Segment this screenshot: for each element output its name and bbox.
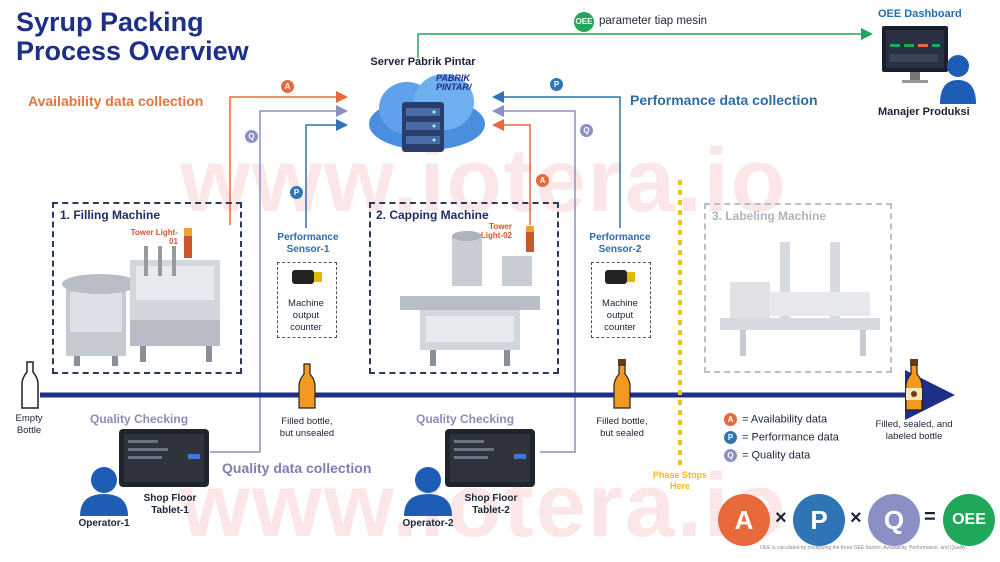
sealed-bottle-icon (613, 359, 631, 409)
shop-floor-tablet-2-icon (445, 429, 535, 487)
formula-oee: OEE (943, 494, 995, 546)
legend-q-badge: Q (724, 449, 737, 462)
badge-q-2: Q (580, 124, 593, 137)
formula-times-1: × (775, 507, 787, 529)
legend-quality: Q= Quality data (724, 449, 810, 462)
unsealed-bottle-icon (298, 363, 316, 409)
legend-availability: A= Availability data (724, 413, 827, 426)
operator-2-label: Operator-2 (402, 518, 454, 529)
quality-line-2 (492, 105, 576, 453)
availability-line-1 (229, 91, 348, 225)
sensor-1-counter-label: Machine output counter (288, 298, 324, 333)
legend-p-badge: P (724, 431, 737, 444)
page-title: Syrup Packing Process Overview (16, 7, 249, 66)
sensor-1-icon (292, 270, 322, 284)
availability-collection-title: Availability data collection (28, 93, 204, 109)
quality-checking-2-title: Quality Checking (416, 412, 515, 426)
sealed-bottle-label: Filled bottle, but sealed (596, 416, 648, 439)
pabrik-pintar-logo: PABRIK PINTAR/ (436, 73, 472, 92)
quality-checking-1-title: Quality Checking (90, 412, 189, 426)
filling-machine-icon (62, 228, 220, 366)
quality-collection-title: Quality data collection (222, 460, 372, 476)
performance-line-1 (305, 119, 348, 228)
performance-line-2 (492, 91, 621, 228)
performance-sensor-1-title: Performance Sensor-1 (277, 232, 339, 255)
oee-param-label: parameter tiap mesin (599, 15, 708, 27)
oee-footnote: OEE is calculated by multiplying the thr… (760, 545, 966, 551)
phase-stops-label: Phase Stops Here (652, 470, 708, 491)
formula-q: Q (868, 494, 920, 546)
labeling-machine-icon (720, 242, 880, 356)
quality-line-1 (210, 105, 348, 453)
performance-sensor-2-box (591, 262, 651, 338)
badge-p-2: P (550, 78, 563, 91)
capping-machine-title: 2. Capping Machine (376, 208, 489, 222)
operator-2-icon (404, 467, 452, 516)
formula-times-2: × (850, 507, 862, 529)
badge-a-1: A (281, 80, 294, 93)
shop-floor-tablet-1-label: Shop Floor Tablet-1 (143, 493, 197, 516)
filling-machine-title: 1. Filling Machine (60, 208, 161, 222)
badge-a-2: A (536, 174, 549, 187)
performance-sensor-1-box (277, 262, 337, 338)
operator-1-label: Operator-1 (78, 518, 130, 529)
shop-floor-tablet-2-label: Shop Floor Tablet-2 (464, 493, 518, 516)
dashboard-monitor-icon (882, 26, 976, 104)
oee-param-badge: OEE (574, 12, 594, 32)
labeling-machine-title: 3. Labeling Machine (712, 209, 827, 223)
unsealed-bottle-label: Filled bottle, but unsealed (279, 416, 335, 439)
labeling-machine-box (704, 203, 892, 373)
oee-line (417, 28, 873, 58)
badge-p-1: P (290, 186, 303, 199)
legend-performance: P= Performance data (724, 431, 839, 444)
capping-machine-icon (400, 226, 540, 366)
server-title: Server Pabrik Pintar (370, 56, 476, 68)
availability-line-2 (492, 119, 531, 225)
dashboard-title: OEE Dashboard (878, 8, 962, 20)
shop-floor-tablet-1-icon (119, 429, 209, 487)
badge-q-1: Q (245, 130, 258, 143)
operator-1-icon (80, 467, 128, 516)
formula-equals: = (924, 506, 936, 528)
performance-collection-title: Performance data collection (630, 92, 818, 108)
watermark-top: www.iotera.io (180, 131, 788, 231)
sensor-2-counter-label: Machine output counter (602, 298, 638, 333)
formula-a: A (718, 494, 770, 546)
empty-bottle-icon (21, 361, 39, 409)
formula-p: P (793, 494, 845, 546)
cloud-server-icon (369, 74, 485, 152)
legend-a-badge: A (724, 413, 737, 426)
tower-light-1-label: Tower Light-01 (130, 228, 178, 246)
empty-bottle-label: Empty Bottle (15, 413, 43, 436)
final-bottle-icon (905, 359, 923, 411)
sensor-2-icon (605, 270, 635, 284)
filling-machine-box (52, 202, 242, 374)
final-bottle-label: Filled, sealed, and labeled bottle (875, 419, 953, 442)
performance-sensor-2-title: Performance Sensor-2 (589, 232, 651, 255)
dashboard-user-label: Manajer Produksi (878, 106, 970, 118)
capping-machine-box (369, 202, 559, 374)
tower-light-2-label: Tower Light-02 (480, 222, 512, 240)
